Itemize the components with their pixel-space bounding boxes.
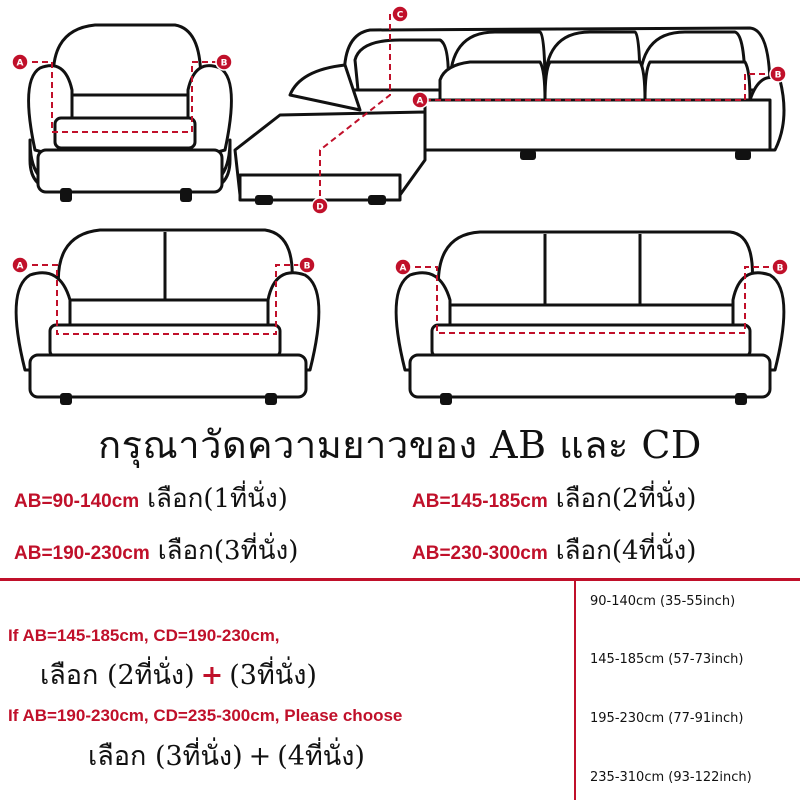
point-label: A [400,264,407,274]
plus-sign: + [248,741,272,772]
combo-note-2-selection: เลือก (3ที่นั่ง)+(4ที่นั่ง) [88,734,365,777]
point-label: B [221,59,228,69]
rule-range: AB=145-185cm [412,491,548,512]
measure-instruction-title: กรุณาวัดความยาวของ AB และ CD [98,423,702,467]
point-label: B [775,71,782,81]
point-c-sectional: C [391,5,409,23]
point-b-loveseat: B [298,256,316,274]
size-rule-2-seat: AB=145-185cm เลือก(2ที่นั่ง) [412,478,696,519]
point-label: A [17,59,24,69]
point-label: C [397,11,404,21]
armchair-illustration [27,23,233,202]
sofa-measurement-diagram: A B C D A B A B A B [11,5,789,405]
rule-choice: เลือก(4ที่นั่ง) [555,536,697,566]
size-rule-1-seat: AB=90-140cm เลือก(1ที่นั่ง) [14,478,288,519]
size-conversion-3: 195-230cm (77-91inch) [590,711,744,726]
point-d-sectional: D [311,197,329,215]
size-conversion-4: 235-310cm (93-122inch) [590,770,752,785]
sectional-measure-ab [425,73,770,101]
rule-range: AB=90-140cm [14,491,140,512]
rule-choice: เลือก(2ที่นั่ง) [555,484,697,514]
point-a-sectional: A [411,91,429,109]
rule-range: AB=190-230cm [14,543,150,564]
armchair-measure-line [22,61,222,133]
select-prefix: เลือก [40,660,99,691]
point-label: D [316,203,323,213]
point-b-three-seat: B [771,258,789,276]
column-divider [574,581,576,800]
second-option: (4ที่นั่ง) [277,741,365,772]
point-label: B [304,262,311,272]
point-label: B [777,264,784,274]
first-option: (2ที่นั่ง) [106,660,195,691]
size-rule-3-seat: AB=190-230cm เลือก(3ที่นั่ง) [14,530,298,571]
size-rule-4-seat: AB=230-300cm เลือก(4ที่นั่ง) [412,530,696,571]
sectional-sofa-illustration [233,26,786,205]
three-seat-sofa-illustration [394,230,786,405]
point-b-sectional: B [769,65,787,83]
point-label: A [17,262,24,272]
rule-range: AB=230-300cm [412,543,548,564]
first-option: (3ที่นั่ง) [154,741,243,772]
loveseat-illustration [14,228,321,405]
select-prefix: เลือก [88,741,147,772]
combo-note-2-condition: If AB=190-230cm, CD=235-300cm, Please ch… [8,706,403,725]
combo-note-1-condition: If AB=145-185cm, CD=190-230cm, [8,626,280,645]
rule-choice: เลือก(1ที่นั่ง) [147,484,288,514]
size-conversion-2: 145-185cm (57-73inch) [590,652,744,667]
loveseat-measure-line [22,264,305,335]
size-conversion-1: 90-140cm (35-55inch) [590,594,736,609]
sectional-measure-cd [319,13,400,200]
plus-sign: + [200,660,224,691]
point-a-three-seat: A [394,258,412,276]
section-divider [0,578,800,581]
three-seat-measure-line [405,266,778,334]
point-b-armchair: B [215,53,233,71]
combo-note-1-selection: เลือก (2ที่นั่ง)+(3ที่นั่ง) [40,653,317,696]
second-option: (3ที่นั่ง) [229,660,317,691]
point-a-loveseat: A [11,256,29,274]
rule-choice: เลือก(3ที่นั่ง) [157,536,299,566]
point-a-armchair: A [11,53,29,71]
point-label: A [417,97,424,107]
